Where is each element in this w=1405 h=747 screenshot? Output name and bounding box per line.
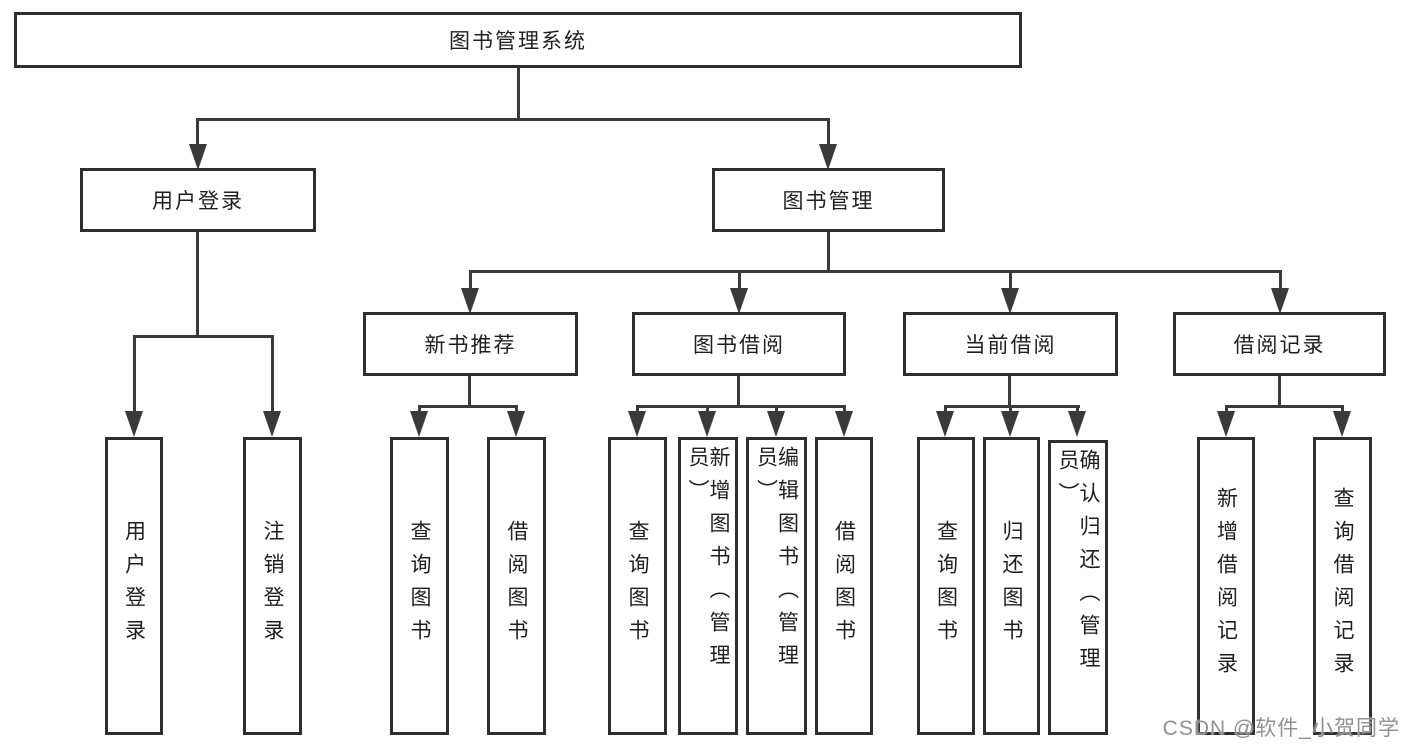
- connector-root-bar: [196, 118, 830, 121]
- leaf-bb-borrow-books: 借阅图书: [815, 437, 873, 735]
- connector-borrow-records-bar: [1225, 405, 1344, 408]
- arrow-to-current-borrow: [1001, 288, 1019, 314]
- arrow-to-leaf-logout: [263, 411, 281, 437]
- connector-stub-book-borrow: [738, 270, 741, 290]
- leaf-bb-add-books-admin: 新增图书（管理员）: [678, 437, 738, 735]
- connector-stub-new-book: [469, 270, 472, 290]
- arrow-to-leaf-user-login: [125, 411, 143, 437]
- csdn-watermark: CSDN @软件_小贺同学: [1162, 717, 1400, 740]
- arrow-to-bb-edit: [767, 411, 785, 437]
- leaf-cb-return-books: 归还图书: [983, 437, 1040, 735]
- leaf-bb-query-books: 查询图书: [608, 437, 667, 735]
- connector-book-borrow-bar: [636, 405, 846, 408]
- leaf-bb-edit-books-admin: 编辑图书（管理员）: [746, 437, 807, 735]
- node-user-login: 用户登录: [80, 168, 316, 232]
- arrow-to-book-borrow: [730, 288, 748, 314]
- arrow-to-new-book: [461, 288, 479, 314]
- arrow-to-book-management: [819, 144, 837, 170]
- leaf-logout-login: 注销登录: [243, 437, 302, 735]
- connector-stub-user-login: [196, 118, 199, 148]
- leaf-nb-query-books: 查询图书: [390, 437, 449, 735]
- arrow-to-bb-query: [628, 411, 646, 437]
- connector-current-borrow-stem: [1008, 376, 1011, 408]
- node-current-borrow: 当前借阅: [903, 312, 1118, 376]
- connector-stub-book-management: [827, 118, 830, 148]
- node-book-management: 图书管理: [712, 168, 945, 232]
- node-new-book-recommend: 新书推荐: [363, 312, 578, 376]
- connector-user-login-stem: [196, 232, 199, 337]
- arrow-to-borrow-records: [1271, 288, 1289, 314]
- node-library-management-system: 图书管理系统: [14, 12, 1022, 68]
- connector-stub-current-borrow: [1009, 270, 1012, 290]
- arrow-to-br-query: [1333, 411, 1351, 437]
- arrow-to-cb-return: [1001, 411, 1019, 437]
- node-book-borrow: 图书借阅: [632, 312, 846, 376]
- connector-new-book-stem: [468, 376, 471, 408]
- leaf-br-add-record: 新增借阅记录: [1197, 437, 1255, 735]
- arrow-to-nb-query: [410, 411, 428, 437]
- connector-new-book-bar: [418, 405, 518, 408]
- connector-stub-borrow-records: [1279, 270, 1282, 290]
- arrow-to-nb-borrow: [507, 411, 525, 437]
- leaf-br-query-record: 查询借阅记录: [1313, 437, 1372, 735]
- leaf-nb-borrow-books: 借阅图书: [487, 437, 546, 735]
- arrow-to-user-login: [189, 144, 207, 170]
- connector-current-borrow-bar: [944, 405, 1080, 408]
- arrow-to-cb-confirm: [1068, 411, 1086, 437]
- connector-stub-leaf-logout: [271, 335, 274, 415]
- node-borrow-records: 借阅记录: [1173, 312, 1386, 376]
- connector-borrow-records-stem: [1278, 376, 1281, 408]
- connector-book-management-bar: [469, 270, 1282, 273]
- connector-book-management-stem: [827, 232, 830, 273]
- connector-root-stem: [517, 66, 520, 120]
- leaf-user-login: 用户登录: [105, 437, 163, 735]
- connector-stub-leaf-user-login: [133, 335, 136, 415]
- leaf-cb-confirm-return-admin: 确认归还（管理员）: [1048, 440, 1108, 735]
- connector-book-borrow-stem: [737, 376, 740, 408]
- connector-user-login-bar: [133, 335, 274, 338]
- arrow-to-cb-query: [936, 411, 954, 437]
- leaf-cb-query-books: 查询图书: [917, 437, 975, 735]
- arrow-to-bb-borrow: [835, 411, 853, 437]
- arrow-to-bb-add: [698, 411, 716, 437]
- arrow-to-br-add: [1217, 411, 1235, 437]
